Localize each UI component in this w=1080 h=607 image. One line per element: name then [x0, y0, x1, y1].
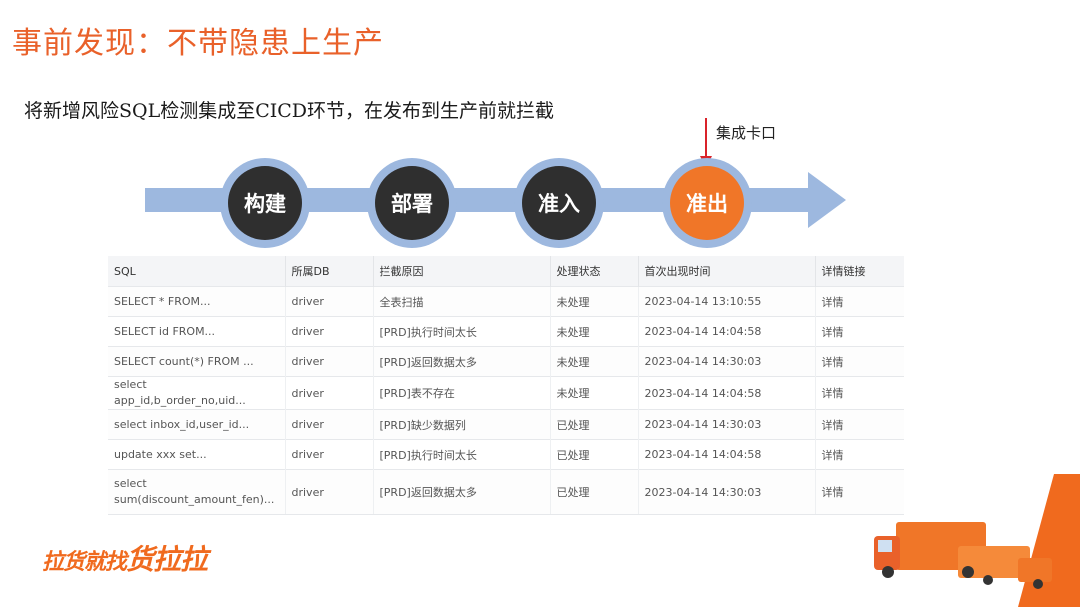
header-status[interactable]: 处理状态 [550, 256, 639, 287]
db-cell: driver [285, 469, 374, 515]
reason-cell: [PRD]表不存在 [373, 376, 551, 410]
step-deploy: 部署 [367, 158, 457, 248]
sql-intercept-table: SQL 所属DB 拦截原因 处理状态 首次出现时间 详情链接 SELECT * … [108, 256, 904, 515]
time-cell: 2023-04-14 14:04:58 [638, 316, 816, 347]
status-cell: 未处理 [550, 286, 639, 317]
status-cell: 已处理 [550, 469, 639, 515]
db-cell: driver [285, 376, 374, 410]
db-cell: driver [285, 316, 374, 347]
detail-link[interactable]: 详情 [815, 376, 904, 410]
table-row: update xxx set... driver [PRD]执行时间太长 已处理… [108, 439, 904, 470]
reason-cell: [PRD]缺少数据列 [373, 409, 551, 440]
status-cell: 未处理 [550, 316, 639, 347]
sql-cell[interactable]: SELECT * FROM... [108, 286, 286, 317]
step-build: 构建 [220, 158, 310, 248]
header-db[interactable]: 所属DB [285, 256, 374, 287]
time-cell: 2023-04-14 14:04:58 [638, 376, 816, 410]
step-deploy-label: 部署 [375, 166, 449, 240]
reason-cell: [PRD]执行时间太长 [373, 316, 551, 347]
status-cell: 未处理 [550, 376, 639, 410]
step-release-label: 准出 [670, 166, 744, 240]
time-cell: 2023-04-14 14:30:03 [638, 469, 816, 515]
step-build-label: 构建 [228, 166, 302, 240]
table-row: select app_id,b_order_no,uid... driver [… [108, 376, 904, 410]
reason-cell: [PRD]执行时间太长 [373, 439, 551, 470]
db-cell: driver [285, 346, 374, 377]
table-row: SELECT count(*) FROM ... driver [PRD]返回数… [108, 346, 904, 377]
sql-cell[interactable]: SELECT id FROM... [108, 316, 286, 347]
slide-title: 事前发现：不带隐患上生产 [12, 26, 384, 61]
brand-logo: 拉货就找货拉拉 [42, 538, 208, 578]
sql-cell[interactable]: SELECT count(*) FROM ... [108, 346, 286, 377]
delivery-trucks-icon [874, 474, 1080, 607]
db-cell: driver [285, 439, 374, 470]
table-row: SELECT id FROM... driver [PRD]执行时间太长 未处理… [108, 316, 904, 347]
header-sql[interactable]: SQL [108, 256, 286, 287]
detail-link[interactable]: 详情 [815, 316, 904, 347]
detail-link[interactable]: 详情 [815, 346, 904, 377]
header-detail-link[interactable]: 详情链接 [815, 256, 904, 287]
status-cell: 已处理 [550, 409, 639, 440]
gate-label: 集成卡口 [716, 124, 777, 142]
table-row: select sum(discount_amount_fen)... drive… [108, 469, 904, 515]
brand-slogan: 拉货就找 [42, 550, 127, 575]
time-cell: 2023-04-14 14:30:03 [638, 346, 816, 377]
slide-subtitle: 将新增风险SQL检测集成至CICD环节，在发布到生产前就拦截 [24, 100, 555, 122]
step-admission: 准入 [514, 158, 604, 248]
db-cell: driver [285, 286, 374, 317]
reason-cell: [PRD]返回数据太多 [373, 346, 551, 377]
db-cell: driver [285, 409, 374, 440]
time-cell: 2023-04-14 14:30:03 [638, 409, 816, 440]
detail-link[interactable]: 详情 [815, 409, 904, 440]
status-cell: 未处理 [550, 346, 639, 377]
reason-cell: [PRD]返回数据太多 [373, 469, 551, 515]
time-cell: 2023-04-14 14:04:58 [638, 439, 816, 470]
sql-cell[interactable]: select app_id,b_order_no,uid... [108, 376, 286, 410]
detail-link[interactable]: 详情 [815, 469, 904, 515]
table-row: select inbox_id,user_id... driver [PRD]缺… [108, 409, 904, 440]
sql-cell[interactable]: select inbox_id,user_id... [108, 409, 286, 440]
table-header-row: SQL 所属DB 拦截原因 处理状态 首次出现时间 详情链接 [108, 256, 904, 287]
table-row: SELECT * FROM... driver 全表扫描 未处理 2023-04… [108, 286, 904, 317]
step-admission-label: 准入 [522, 166, 596, 240]
step-release: 准出 [662, 158, 752, 248]
reason-cell: 全表扫描 [373, 286, 551, 317]
header-reason[interactable]: 拦截原因 [373, 256, 551, 287]
detail-link[interactable]: 详情 [815, 286, 904, 317]
header-first-seen[interactable]: 首次出现时间 [638, 256, 816, 287]
status-cell: 已处理 [550, 439, 639, 470]
time-cell: 2023-04-14 13:10:55 [638, 286, 816, 317]
brand-name: 货拉拉 [126, 543, 208, 576]
sql-cell[interactable]: select sum(discount_amount_fen)... [108, 469, 286, 515]
detail-link[interactable]: 详情 [815, 439, 904, 470]
sql-cell[interactable]: update xxx set... [108, 439, 286, 470]
